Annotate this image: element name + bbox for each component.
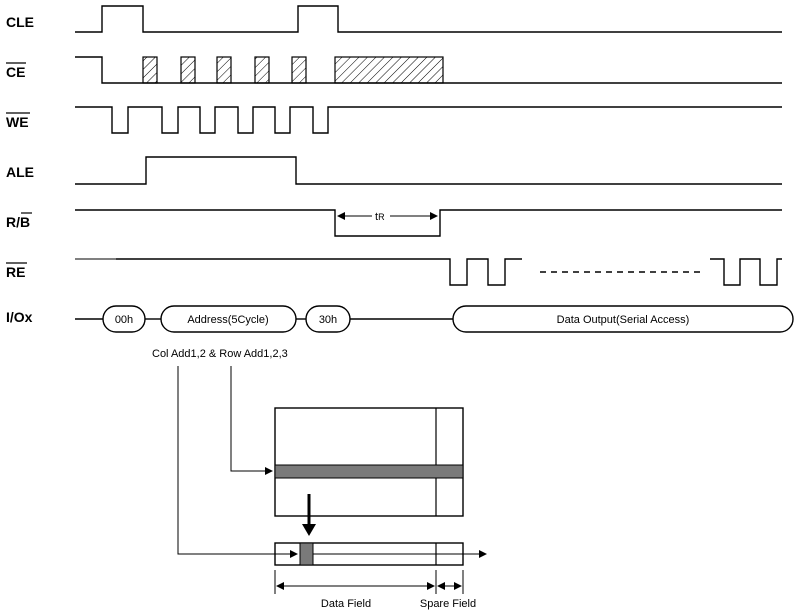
label-ce: CE	[6, 64, 25, 80]
io-address-box	[160, 305, 297, 333]
label-rb: R/B	[6, 214, 30, 230]
io-address-text: Address(5Cycle)	[187, 314, 268, 326]
io-data-output-text: Data Output(Serial Access)	[557, 314, 690, 326]
io-cmd2-box	[305, 305, 351, 333]
label-we: WE	[6, 114, 29, 130]
rb-waveform	[75, 209, 782, 237]
cle-waveform	[75, 5, 782, 33]
label-rb-r: R/	[6, 214, 20, 230]
re-waveform	[75, 258, 782, 286]
memory-array	[274, 407, 464, 517]
column-address-pointer	[177, 366, 298, 558]
selected-page-row	[274, 464, 464, 479]
tr-label: tR	[375, 211, 385, 223]
io-cmd1-text: 00h	[115, 314, 133, 326]
label-re: RE	[6, 264, 25, 280]
row-address-pointer	[230, 366, 273, 475]
we-waveform	[75, 106, 782, 134]
data-field-label: Data Field	[321, 598, 371, 610]
io-cmd2-text: 30h	[319, 314, 337, 326]
io-bus: 00h Address(5Cycle) 30h Data Output(Seri…	[75, 305, 794, 333]
address-note: Col Add1,2 & Row Add1,2,3	[152, 348, 288, 360]
ale-waveform	[75, 156, 782, 185]
io-data-output-box	[452, 305, 794, 333]
transfer-arrow	[302, 494, 316, 536]
field-dimensions	[274, 570, 464, 594]
spare-field-label: Spare Field	[420, 598, 476, 610]
label-cle: CLE	[6, 14, 34, 30]
ce-waveform	[75, 56, 782, 84]
label-io: I/Ox	[6, 309, 33, 325]
label-ale: ALE	[6, 164, 34, 180]
selected-column-cell	[299, 542, 314, 566]
io-cmd1-box	[102, 305, 146, 333]
label-rb-b: B	[20, 214, 30, 230]
tr-timing-marker: tR	[337, 208, 438, 223]
